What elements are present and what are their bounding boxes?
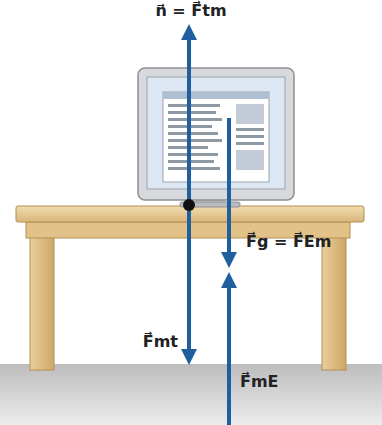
window-bar bbox=[163, 92, 269, 99]
table-leg bbox=[30, 230, 54, 370]
force-label: F⃗mt bbox=[141, 332, 180, 351]
floor bbox=[0, 364, 382, 425]
force-label: F⃗g = F⃗Em bbox=[244, 232, 333, 251]
monitor-frame bbox=[138, 68, 294, 200]
text-lines bbox=[168, 104, 264, 170]
force-label: F⃗mE bbox=[238, 372, 281, 391]
document-window bbox=[163, 92, 269, 182]
force-arrows bbox=[181, 24, 237, 425]
contact-dot bbox=[183, 199, 195, 211]
force-label: n⃗ = F⃗tm bbox=[153, 1, 228, 20]
monitor-screen bbox=[147, 77, 285, 189]
